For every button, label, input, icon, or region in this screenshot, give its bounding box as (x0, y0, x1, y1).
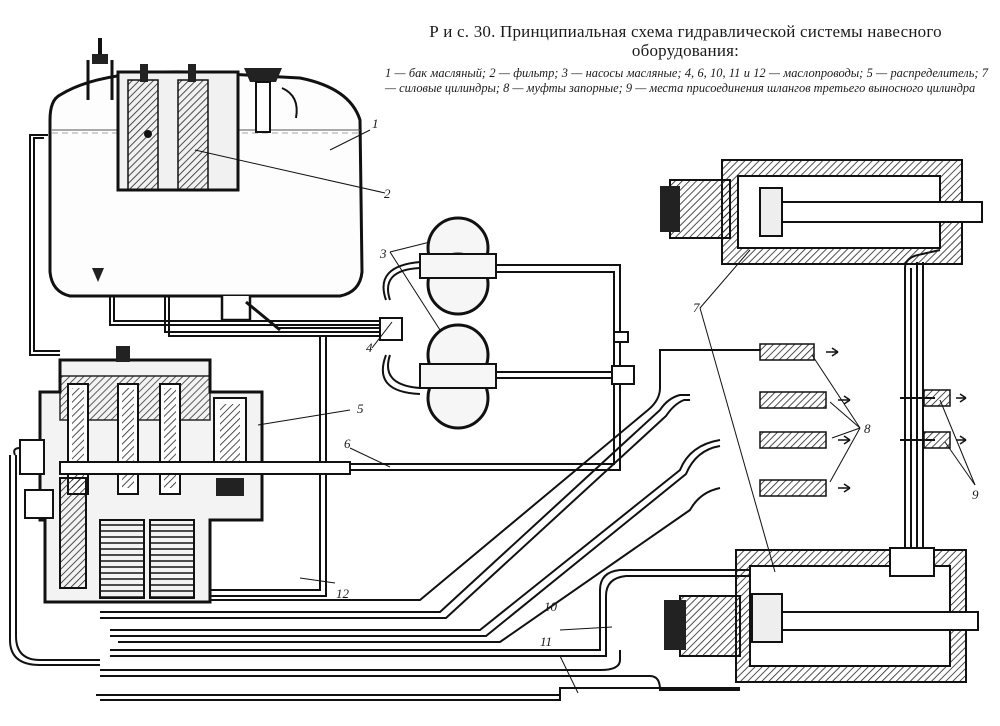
oil-tank (48, 38, 364, 332)
figure-caption-title: Р и с. 30. Принципиальная схема гидравли… (429, 22, 942, 60)
label-tank: 1 (372, 116, 379, 131)
label-line-6: 6 (344, 436, 351, 451)
label-line-10: 10 (544, 599, 558, 614)
label-couplings: 8 (864, 421, 871, 436)
label-distributor: 5 (357, 401, 364, 416)
label-filter: 2 (384, 186, 391, 201)
leader-lines (194, 129, 976, 694)
coupling-3 (759, 431, 851, 449)
oil-pumps (379, 216, 635, 430)
shutoff-couplings (759, 343, 967, 497)
lower-power-cylinder (664, 547, 979, 683)
coupling-4 (759, 479, 851, 497)
label-line-12: 12 (336, 586, 350, 601)
label-line-11: 11 (540, 634, 552, 649)
label-cylinders: 7 (693, 300, 700, 315)
coupling-1 (759, 343, 839, 361)
distributor (19, 346, 351, 604)
figure-caption-legend: 1 — бак масляный; 2 — фильтр; 3 — насосы… (385, 66, 988, 95)
label-pumps: 3 (379, 246, 387, 261)
label-third-cylinder: 9 (972, 487, 979, 502)
coupling-2 (759, 391, 851, 409)
third-cylinder-port-1 (923, 389, 967, 407)
third-cylinder-port-2 (923, 431, 967, 449)
pipelines (9, 134, 941, 701)
upper-power-cylinder (660, 159, 983, 265)
label-line-4: 4 (366, 340, 373, 355)
